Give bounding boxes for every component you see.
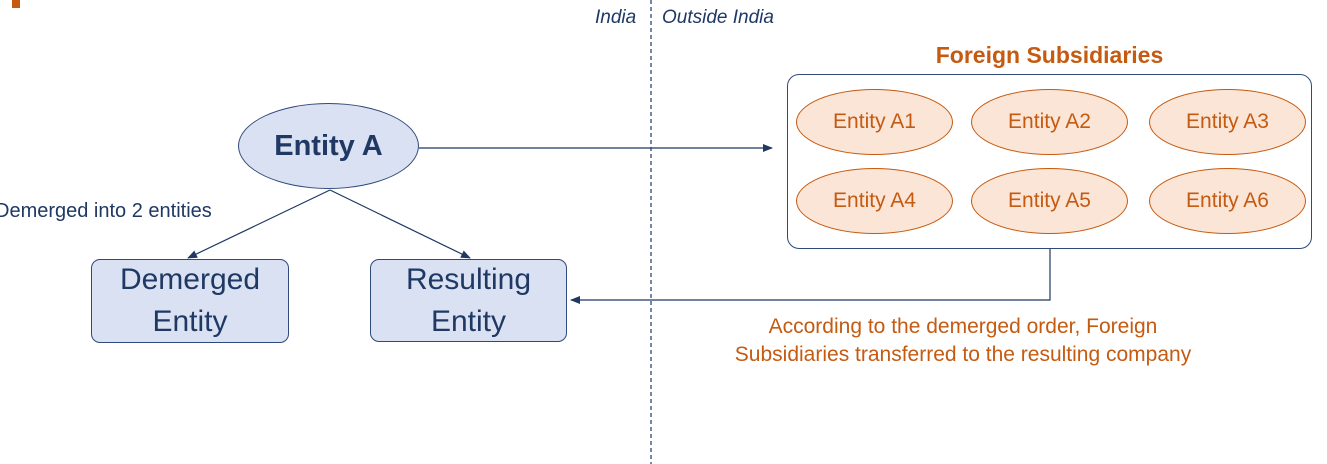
- arrow-to-resulting-entity: [329, 189, 471, 259]
- entity-a-node: Entity A: [238, 103, 419, 189]
- resulting-entity-node: Resulting Entity: [370, 259, 567, 342]
- transfer-note: According to the demerged order, Foreign…: [734, 315, 1192, 366]
- arrow-subsidiaries-to-resulting-entity: [570, 249, 1051, 304]
- foreign-subsidiaries-title: Foreign Subsidiaries: [935, 42, 1164, 68]
- entity-a4-node: Entity A4: [796, 168, 953, 234]
- region-label-outside-india: Outside India: [662, 7, 774, 28]
- entity-a6-node: Entity A6: [1149, 168, 1306, 234]
- foreign-subsidiaries-group: Entity A1 Entity A2 Entity A3 Entity A4 …: [787, 74, 1312, 249]
- entity-a1-node: Entity A1: [796, 89, 953, 155]
- entity-a2-node: Entity A2: [971, 89, 1128, 155]
- entity-a5-node: Entity A5: [971, 168, 1128, 234]
- demerged-entity-node: Demerged Entity: [91, 259, 289, 343]
- demerge-label: Demerged into 2 entities: [0, 200, 212, 222]
- entity-a3-node: Entity A3: [1149, 89, 1306, 155]
- region-label-india: India: [595, 7, 637, 28]
- arrow-to-demerged-entity: [187, 189, 331, 259]
- accent-bar: [12, 0, 20, 8]
